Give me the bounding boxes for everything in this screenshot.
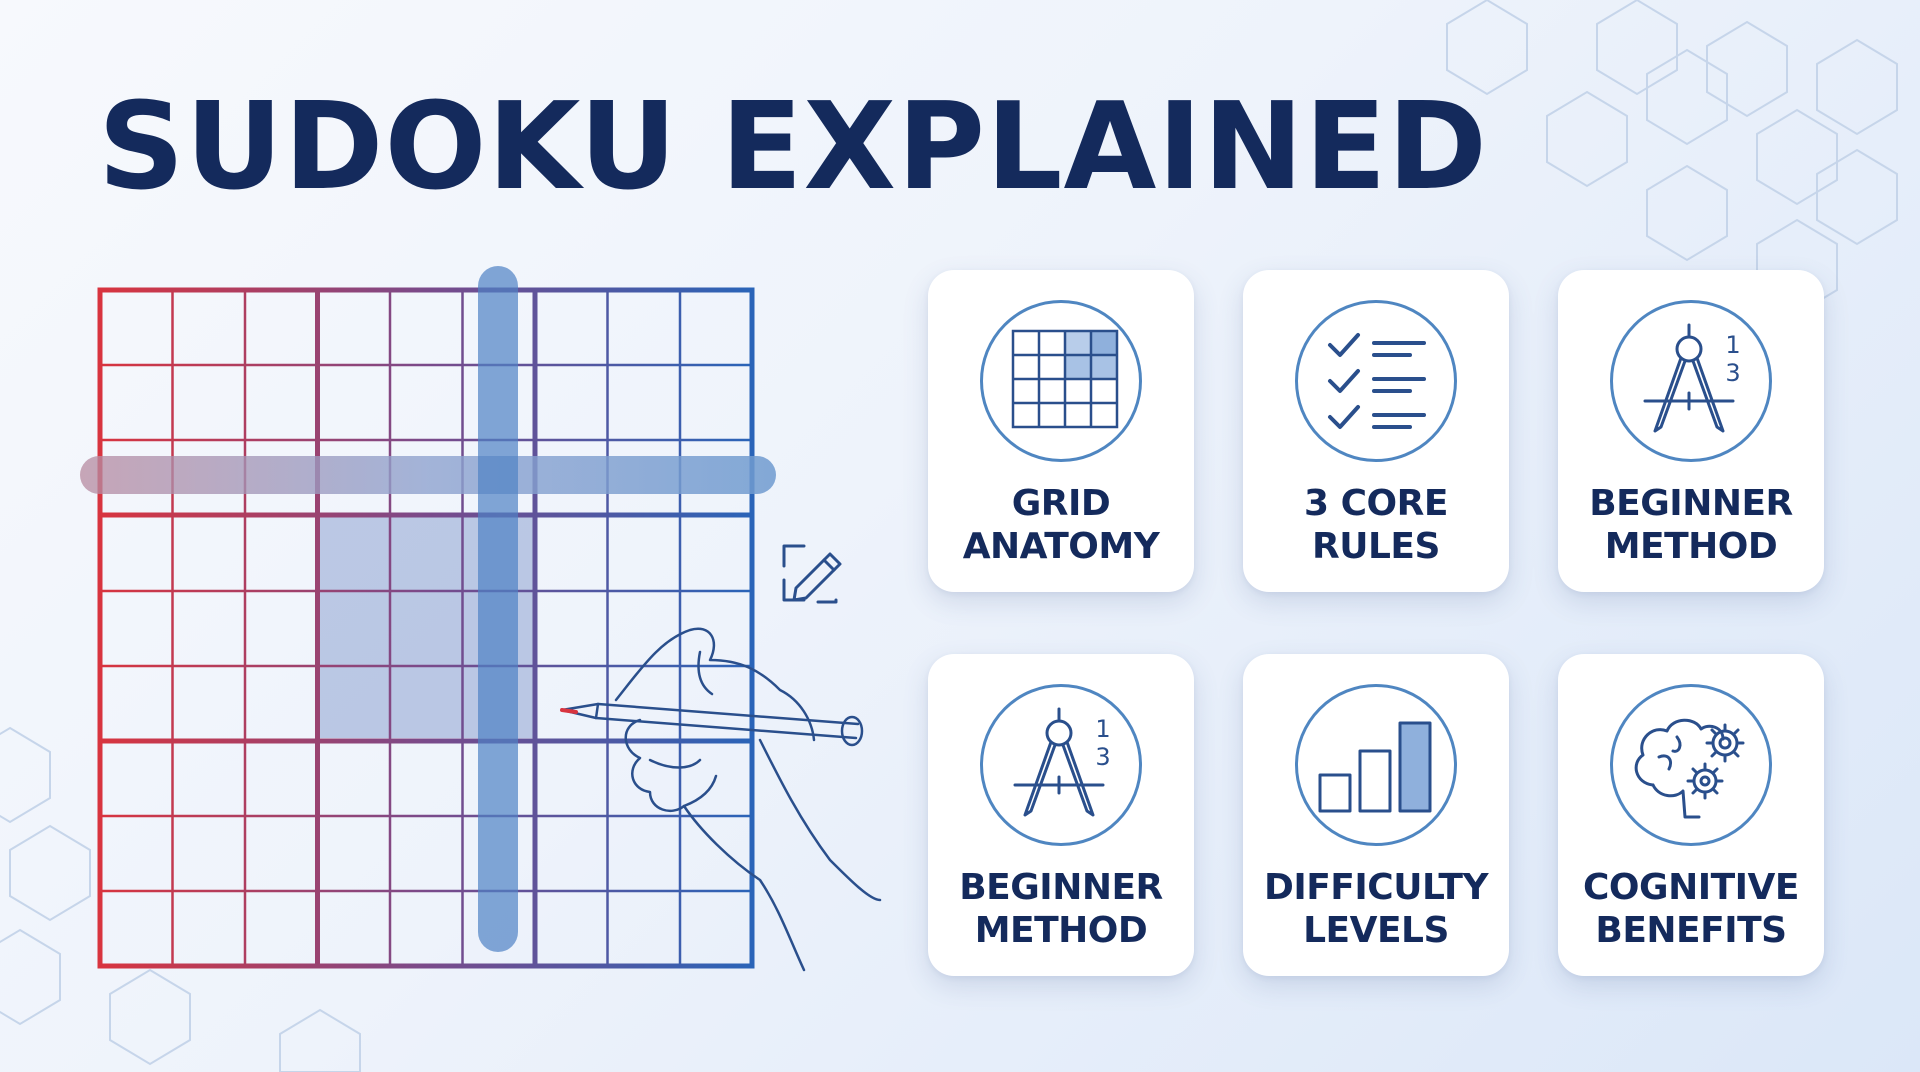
edit-pencil-icon bbox=[782, 544, 842, 604]
compass-icon: 1 3 bbox=[980, 684, 1142, 846]
compass-icon: 1 3 bbox=[1610, 300, 1772, 462]
column-highlight-bar bbox=[478, 266, 518, 952]
svg-text:1: 1 bbox=[1725, 331, 1740, 359]
page-title: SUDOKU EXPLAINED bbox=[98, 78, 1489, 217]
hand-with-pencil-illustration bbox=[560, 627, 882, 972]
svg-text:1: 1 bbox=[1095, 715, 1110, 743]
svg-text:3: 3 bbox=[1725, 359, 1740, 387]
checklist-icon bbox=[1295, 300, 1457, 462]
grid-anatomy-icon bbox=[980, 300, 1142, 462]
row-highlight-bar bbox=[80, 456, 776, 494]
bar-chart-icon bbox=[1295, 684, 1457, 846]
sudoku-grid-illustration bbox=[80, 266, 882, 972]
svg-text:3: 3 bbox=[1095, 743, 1110, 771]
brain-gears-icon bbox=[1610, 684, 1772, 846]
